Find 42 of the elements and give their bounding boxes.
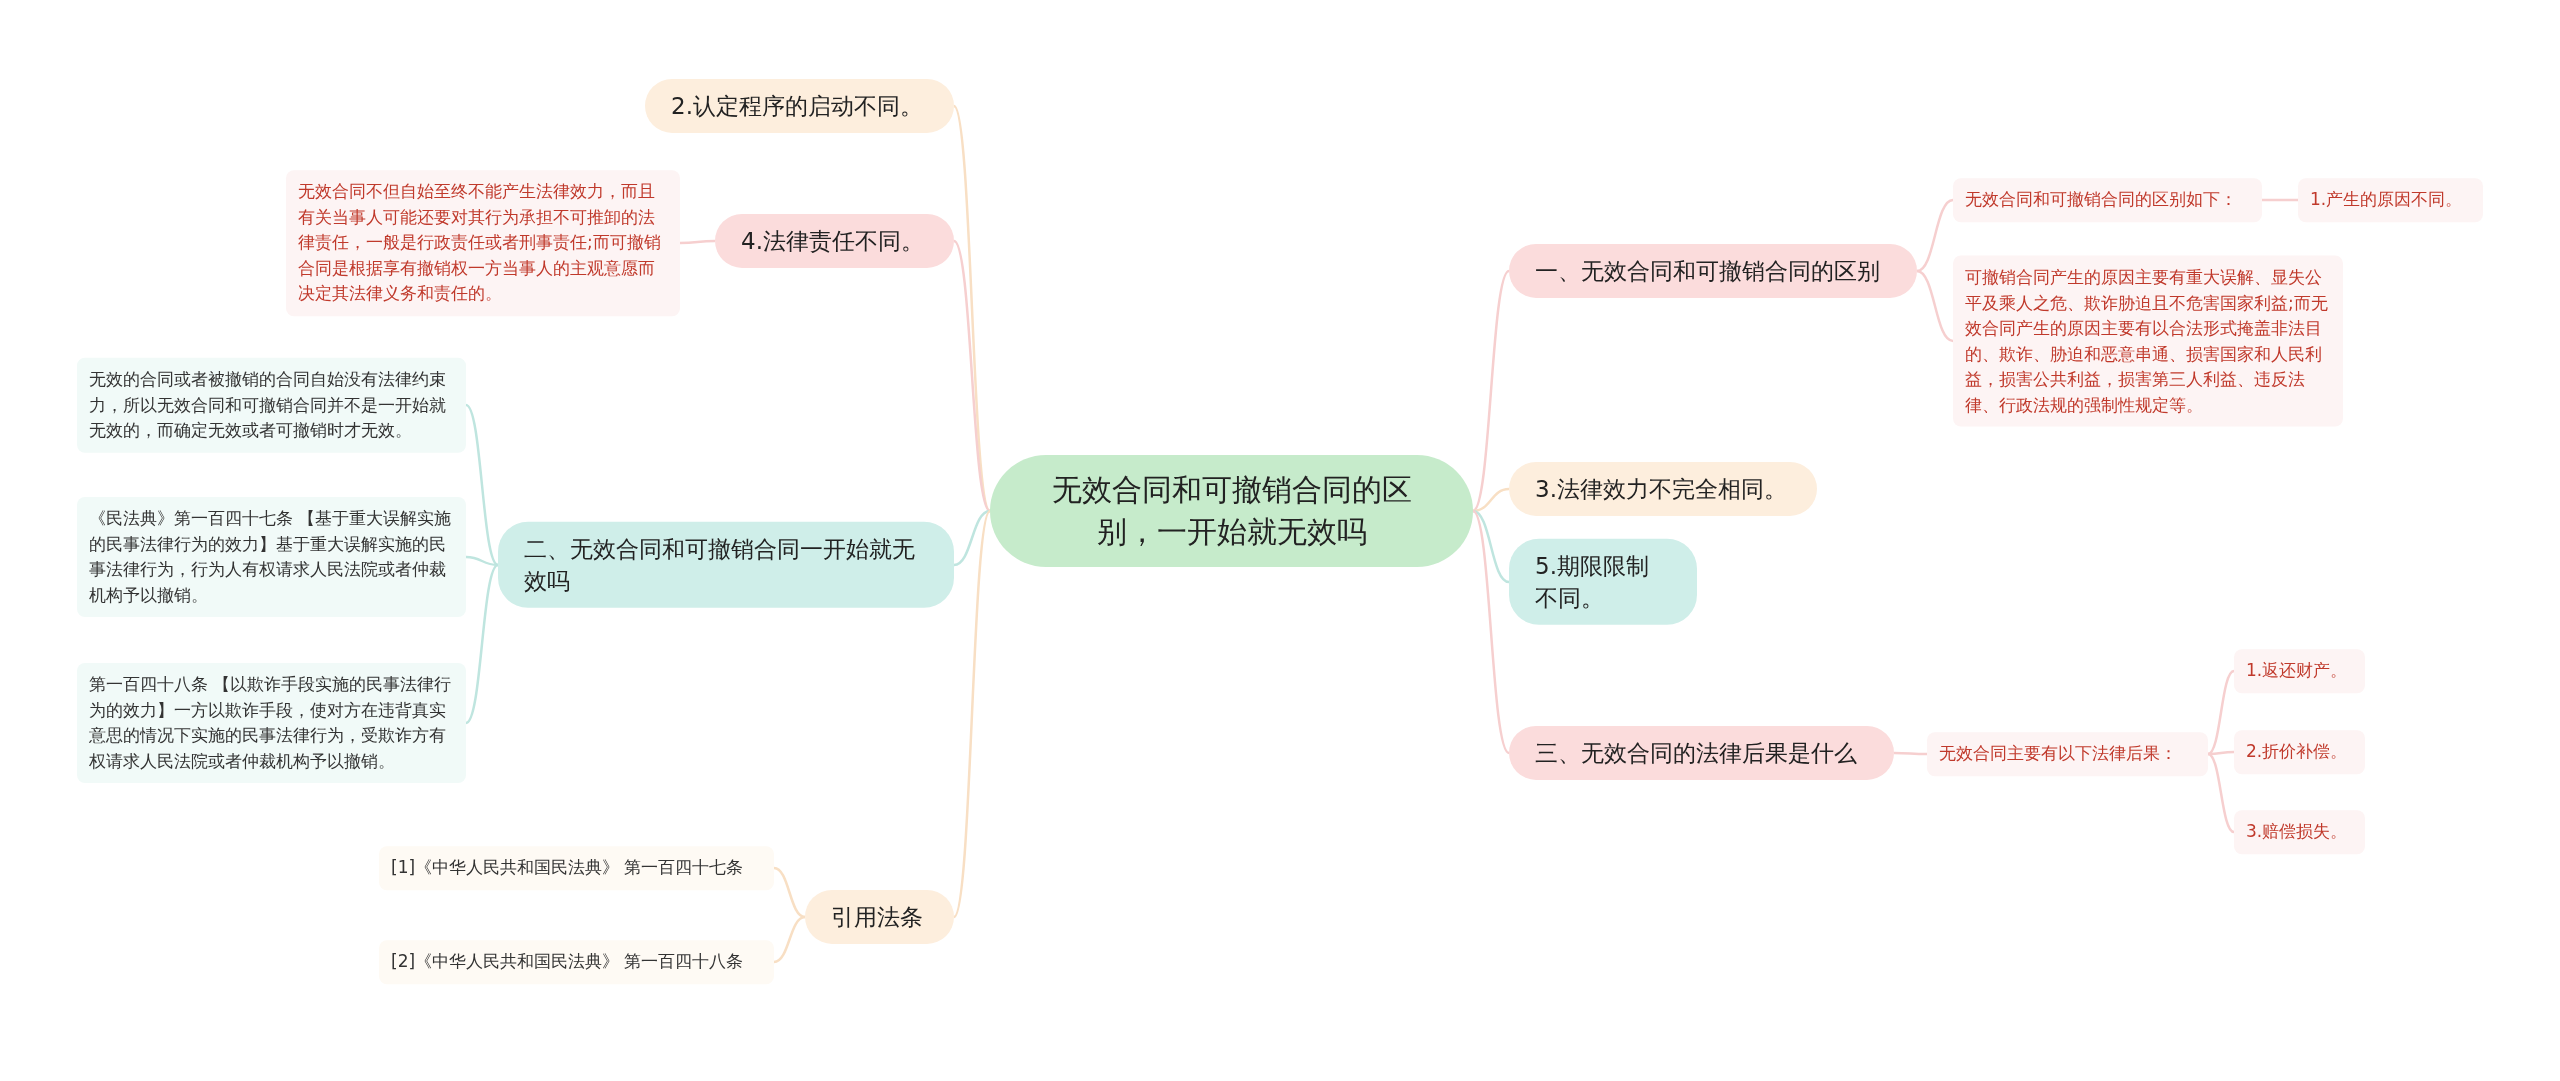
connector-line (1894, 751, 1927, 756)
connector-line (680, 239, 715, 245)
connector-line (953, 240, 991, 512)
connector-line (952, 510, 992, 918)
topic-box: 一、无效合同和可撤销合同的区别 (1509, 243, 1917, 299)
connector-line (1916, 198, 1954, 273)
note-box: [2]《中华人民共和国民法典》 第一百四十八条 (379, 940, 774, 984)
topic-box: 5.期限限制不同。 (1509, 538, 1697, 626)
note-box: 无效合同主要有以下法律后果： (1927, 732, 2208, 776)
note-box: 第一百四十八条 【以欺诈手段实施的民事法律行为的效力】一方以欺诈手段，使对方在违背真实意思的情况下实施的民事法律行为，受欺诈方有权请求人民法院或者仲裁机构予以撤销。 (77, 663, 466, 783)
note-box: 《民法典》第一百四十七条 【基于重大误解实施的民事法律行为的效力】基于重大误解实施的民事法律行为，行为人有权请求人民法院或者仲裁机构予以撤销。 (77, 497, 466, 617)
note-box: 1.产生的原因不同。 (2298, 178, 2483, 222)
note-box: 无效合同不但自始至终不能产生法律效力，而且有关当事人可能还要对其行为承担不可推卸的法律责任，一般是行政责任或者刑事责任;而可撤销合同是根据享有撤销权一方当事人的主观意愿而决定其法律义务和责任的。 (286, 170, 680, 316)
connector-line (2208, 750, 2234, 756)
note-box: 可撤销合同产生的原因主要有重大误解、显失公平及乘人之危、欺诈胁迫且不危害国家利益;而无效合同产生的原因主要有以合法形式掩盖非法目的、欺诈、胁迫和恶意串通、损害国家和人民利益，损害公共利益，损害第三人利益、违反法律、行政法规的强制性规定等。 (1953, 255, 2343, 427)
connector-line (952, 105, 992, 512)
topic-box: 引用法条 (805, 889, 954, 945)
connector-line (2207, 752, 2235, 834)
topic-box: 二、无效合同和可撤销合同一开始就无效吗 (498, 521, 954, 609)
connector-line (2262, 198, 2298, 202)
connector-line (773, 866, 806, 919)
topic-box: 三、无效合同的法律后果是什么 (1509, 725, 1894, 781)
connector-line (2207, 669, 2235, 756)
connector-line (1472, 510, 1510, 754)
connector-line (1472, 487, 1510, 513)
note-box: 1.返还财产。 (2234, 649, 2365, 693)
connector-line (1472, 270, 1510, 512)
topic-box: 4.法律责任不同。 (715, 213, 954, 269)
connector-line (465, 564, 499, 724)
note-box: 无效的合同或者被撤销的合同自始没有法律约束力，所以无效合同和可撤销合同并不是一开始就无效的，而确定无效或者可撤销时才无效。 (77, 357, 466, 453)
connector-line (953, 509, 991, 567)
topic-box: 2.认定程序的启动不同。 (645, 78, 954, 134)
connector-line (773, 915, 806, 964)
topic-box: 3.法律效力不完全相同。 (1509, 461, 1817, 517)
note-box: 3.赔偿损失。 (2234, 810, 2365, 854)
connector-line (1472, 509, 1510, 584)
note-box: [1]《中华人民共和国民法典》 第一百四十七条 (379, 846, 774, 890)
connector-line (1916, 269, 1954, 343)
note-box: 2.折价补偿。 (2234, 730, 2365, 774)
central-topic: 无效合同和可撤销合同的区别，一开始就无效吗 (990, 455, 1473, 567)
note-box: 无效合同和可撤销合同的区别如下： (1953, 178, 2262, 222)
connector-line (465, 404, 499, 566)
